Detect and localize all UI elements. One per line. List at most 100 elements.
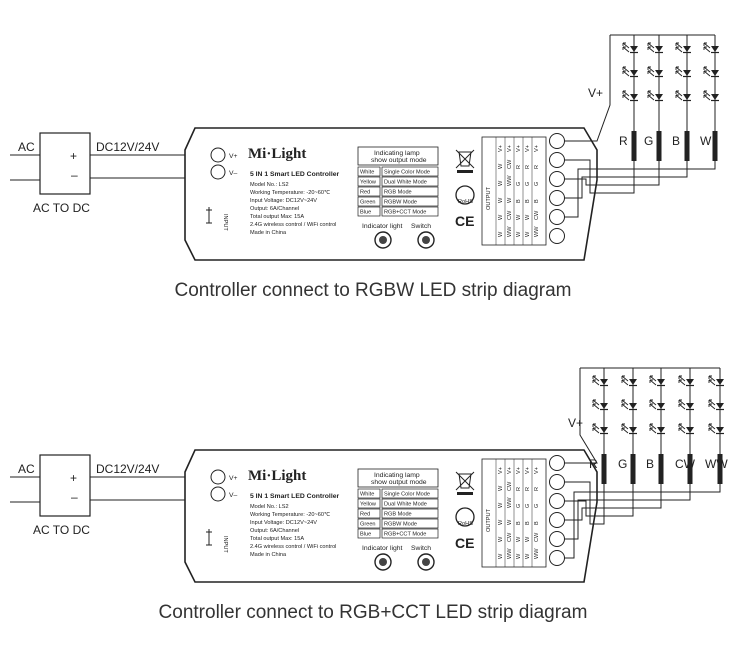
output-cell: G [516, 504, 522, 508]
input-label: INPUT [222, 536, 228, 553]
mode-color-cell [357, 176, 381, 187]
emission-arrow [649, 379, 657, 386]
emission-arrow [621, 423, 629, 430]
mode-name-label: Single Color Mode [384, 492, 430, 498]
weee-bin-icon [455, 471, 475, 491]
emission-arrow [592, 375, 600, 382]
output-terminal [549, 493, 565, 509]
channel-label-b: B [672, 134, 680, 148]
mode-name-cell [381, 196, 439, 207]
channel-wire-r [564, 159, 635, 194]
emission-arrow [708, 375, 716, 382]
emission-arrow [678, 375, 686, 382]
mode-name-cell [381, 528, 439, 539]
output-cell: V+ [507, 467, 513, 474]
mode-color-cell [357, 196, 381, 207]
diode-triangle [657, 427, 665, 433]
mode-name-cell [381, 498, 439, 509]
emission-arrow [678, 399, 686, 406]
plus-terminal-label: + [70, 149, 77, 163]
output-cell: V+ [534, 467, 540, 474]
mode-color-label: Blue [360, 210, 371, 216]
output-cell: W [498, 163, 504, 169]
output-cell: W [516, 231, 522, 237]
indicator-header-line: show output mode [371, 157, 427, 164]
mode-name-label: RGB+CCT Mode [384, 210, 426, 216]
emission-arrow [592, 379, 600, 386]
diode-triangle [600, 427, 608, 433]
led-icon [678, 399, 694, 411]
led-icon [649, 423, 665, 435]
spec-line: Input Voltage: DC12V~24V [250, 198, 317, 204]
input-vplus-label: V+ [229, 153, 238, 160]
indicator-light-label: Indicator light [362, 223, 403, 230]
power-adapter-box [39, 454, 91, 517]
output-cell: W [516, 214, 522, 220]
ce-mark: CE [455, 213, 474, 229]
ac-label: AC [18, 462, 35, 476]
spec-line: Output: 6A/Channel [250, 206, 299, 212]
emission-arrow [708, 403, 716, 410]
mode-name-label: RGB Mode [384, 190, 412, 196]
output-cell: V+ [525, 145, 531, 152]
strip-vplus-label: V+ [588, 86, 603, 100]
strip-vplus-label: V+ [568, 416, 583, 430]
channel-wire-g [564, 484, 634, 517]
diode-triangle [716, 379, 724, 385]
indicator-table-header-box [357, 146, 439, 166]
channel-label-g: G [618, 457, 627, 471]
emission-arrow [592, 399, 600, 406]
output-terminal [549, 209, 565, 225]
emission-arrow [621, 427, 629, 434]
diode-triangle [657, 379, 665, 385]
emission-arrow [708, 379, 716, 386]
output-terminal [549, 152, 565, 168]
weee-bin-icon [455, 149, 475, 169]
emission-arrow [622, 42, 630, 49]
emission-arrow [703, 94, 711, 101]
mode-name-label: Dual White Mode [384, 502, 427, 508]
mode-name-label: Single Color Mode [384, 170, 430, 176]
output-cell: V+ [498, 145, 504, 152]
switch-button-core [422, 236, 430, 244]
diode-triangle [629, 427, 637, 433]
emission-arrow [675, 42, 683, 49]
strip-connector [712, 131, 718, 161]
output-cell: CW [507, 159, 513, 169]
channel-wire-b [564, 161, 688, 199]
brand-logo: Mi·Light [248, 468, 306, 484]
emission-arrow [592, 423, 600, 430]
channel-wire-cw [564, 484, 691, 540]
output-terminal [549, 133, 565, 149]
channel-label-b: B [646, 457, 654, 471]
mode-name-label: RGB Mode [384, 512, 412, 518]
output-cell: V+ [516, 467, 522, 474]
diode-triangle [686, 427, 694, 433]
output-cell: R [525, 165, 531, 169]
output-cell: WW [534, 548, 540, 559]
mode-color-label: White [360, 492, 374, 498]
channel-label-r: R [589, 457, 598, 471]
channel-label-w: W [700, 134, 712, 148]
diode-triangle [630, 70, 638, 76]
indicator-header-line: Indicating lamp [374, 150, 420, 157]
emission-arrow [649, 403, 657, 410]
output-cell: B [534, 521, 540, 525]
rohs-icon [455, 185, 475, 205]
output-cell: WW [507, 175, 513, 186]
diode-triangle [683, 70, 691, 76]
channel-label-cw: CW [675, 457, 696, 471]
spec-line: Input Voltage: DC12V~24V [250, 520, 317, 526]
input-terminal-positive [210, 469, 226, 485]
output-cell: R [525, 487, 531, 491]
output-cell: CW [534, 532, 540, 542]
output-terminal [549, 171, 565, 187]
emission-arrow [622, 90, 630, 97]
output-cell: W [525, 231, 531, 237]
emission-arrow [703, 70, 711, 77]
output-cell: W [525, 553, 531, 559]
output-cell: W [525, 536, 531, 542]
diode-triangle [630, 46, 638, 52]
output-cell: W [498, 536, 504, 542]
